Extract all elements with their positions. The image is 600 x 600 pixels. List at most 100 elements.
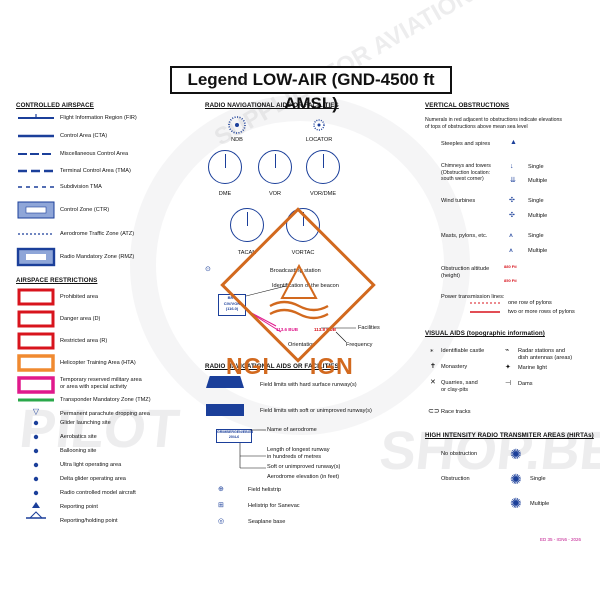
- sub-tma-label: Subdivision TMA: [60, 184, 102, 190]
- military-label: Temporary reserved military area or area…: [60, 377, 142, 390]
- radar-label: Radar stations and dish antennas (areas): [518, 348, 573, 361]
- elevation-label: Aerodrome elevation (in feet): [267, 474, 340, 480]
- wind-label: Wind turbines: [441, 198, 476, 204]
- footer-code: ED 35 - IGN6 - 2026: [540, 537, 582, 542]
- wind-multiple: Multiple: [528, 213, 548, 219]
- ident-label: Identification of the beacon: [272, 283, 339, 289]
- restrictions-heading: AIRSPACE RESTRICTIONS: [16, 277, 98, 284]
- ctr-label: Control Zone (CTR): [60, 207, 110, 213]
- marine-icon: ✦: [505, 364, 511, 371]
- beacon-leaders: [246, 286, 356, 343]
- marine-label: Marine light: [518, 365, 547, 371]
- aerodromes-heading: RADIO NAVIGATIONAL AIDS OR FACILITIES: [205, 363, 339, 370]
- sanevac-label: Helistrip for Sanevac: [248, 503, 300, 509]
- cta-label: Control Area (CTA): [60, 133, 108, 139]
- hirta-noobs-icon: ✺: [510, 446, 522, 462]
- runway-length-label: Length of longest runway in hundreds of …: [267, 447, 330, 460]
- chimney-multiple-icon: ⇊: [510, 177, 516, 184]
- power-one: one row of pylons: [508, 300, 552, 306]
- vordme-label: VOR/DME: [309, 191, 337, 197]
- dam-label: Dams: [518, 381, 533, 387]
- tmz-label: Transponder Mandatory Zone (TMZ): [60, 397, 151, 403]
- fir-label: Flight Information Region (FIR): [60, 115, 137, 121]
- hirta-noobs-label: No obstruction: [441, 451, 478, 457]
- hard-label: Field limits with hard surface runway(s): [260, 382, 357, 388]
- steeple-icon: ▲: [510, 139, 517, 146]
- sanevac-icon: ⊞: [218, 502, 224, 509]
- vertical-intro: Numerals in red adjacent to obstructions…: [425, 117, 562, 130]
- monastery-label: Monastery: [441, 364, 468, 370]
- quarry-icon: ✕: [430, 379, 436, 386]
- watermark-right: SHOP.BE: [376, 421, 600, 481]
- radar-icon: ⌁: [505, 347, 510, 354]
- hirta-heading: HIGH INTENSITY RADIO TRANSMITER AREAS (H…: [425, 432, 594, 439]
- ign-text: IGN: [309, 353, 354, 379]
- magenta-freq: 113.6 BUB: [276, 327, 299, 332]
- beacon-box: BRU CIV/VOR (116.0): [218, 294, 246, 316]
- visual-heading: VISUAL AIDS (topographic information): [425, 330, 545, 337]
- hirta-multiple: Multiple: [530, 501, 550, 507]
- castle-label: Identifiable castle: [441, 348, 485, 354]
- quarry-label: Quarries, sand or clay-pits: [441, 380, 478, 393]
- ultralight-label: Ultra light operating area: [60, 462, 122, 468]
- tma-label: Terminal Control Area (TMA): [60, 168, 131, 174]
- hirta-obs-label: Obstruction: [441, 476, 470, 482]
- mast-single: Single: [528, 233, 544, 239]
- rmz-label: Radio Mandatory Zone (RMZ): [60, 254, 135, 260]
- atz-label: Aerodrome Traffic Zone (ATZ): [60, 231, 135, 237]
- alt-value-2: 850 Ftl: [504, 278, 517, 283]
- seaplane-label: Seaplane base: [248, 519, 286, 525]
- broadcast-icon: ⊙: [205, 266, 211, 273]
- wind-single: Single: [528, 198, 544, 204]
- restriction-symbols: ▽: [17, 288, 55, 519]
- prohibited-label: Prohibited area: [60, 294, 98, 300]
- seaplane-icon: ◎: [218, 518, 225, 525]
- steeples-label: Steeples and spires: [441, 141, 491, 147]
- hirta-single-icon: ✺: [510, 471, 522, 487]
- power-label: Power transmission lines:: [441, 294, 505, 300]
- dme-dial-icon: [208, 150, 242, 184]
- svg-text:▽: ▽: [33, 407, 40, 416]
- ndb-label: NDB: [231, 137, 243, 143]
- glider-label: Glider launching site: [60, 420, 111, 426]
- mast-single-icon: ⩚: [509, 232, 513, 239]
- balloon-label: Ballooning site: [60, 448, 97, 454]
- controlled-heading: CONTROLLED AIRSPACE: [16, 102, 94, 109]
- vor-label: VOR: [268, 191, 282, 197]
- holding-label: Reporting/holding point: [60, 518, 118, 524]
- chimney-single: Single: [528, 164, 544, 170]
- chimneys-label: Chimneys and towers (Obstruction locatio…: [441, 163, 491, 182]
- model-label: Radio controlled model aircraft: [60, 490, 136, 496]
- vortac-label: VORTAC: [291, 250, 315, 256]
- orientation-label: Orientation: [288, 342, 316, 348]
- race-icon: ⊂⊃: [428, 408, 440, 415]
- dam-icon: ⊣: [505, 380, 512, 387]
- field-helistrip-label: Field helistrip: [248, 487, 281, 493]
- reporting-label: Reporting point: [60, 504, 98, 510]
- hirta-multiple-icon: ✺: [510, 495, 522, 511]
- vertical-heading: VERTICAL OBSTRUCTIONS: [425, 102, 510, 109]
- soft-label: Field limits with soft or unimproved run…: [260, 408, 372, 414]
- monastery-icon: ✝: [430, 363, 436, 370]
- red-freq: 113.8 BUB: [314, 327, 337, 332]
- mast-multiple: Multiple: [528, 248, 548, 254]
- race-label: Race tracks: [441, 409, 471, 415]
- tacan-label: TACAN: [237, 250, 257, 256]
- wind-single-icon: ✣: [509, 197, 515, 204]
- locator-icon: [313, 119, 325, 131]
- soft-runway-symbol: [206, 404, 244, 416]
- hta-label: Helicopter Training Area (HTA): [60, 360, 136, 366]
- power-two: two or more rows of pylons: [508, 309, 575, 315]
- hirta-single: Single: [530, 476, 546, 482]
- vor-dial-icon: [258, 150, 292, 184]
- tacan-dial-icon: [230, 208, 264, 242]
- ngi-stamp-emblem: [269, 263, 329, 320]
- hard-runway-symbol: [206, 376, 244, 388]
- castle-icon: ⁎: [430, 347, 434, 354]
- power-line-icons: [470, 302, 500, 313]
- page-title: Legend LOW-AIR (GND-4500 ft AMSL): [170, 66, 452, 113]
- masts-label: Masts, pylons, etc.: [441, 233, 488, 239]
- aerobatics-label: Aerobatics site: [60, 434, 97, 440]
- altitude-label: Obstruction altitude (height): [441, 266, 490, 279]
- delta-label: Delta glider operating area: [60, 476, 126, 482]
